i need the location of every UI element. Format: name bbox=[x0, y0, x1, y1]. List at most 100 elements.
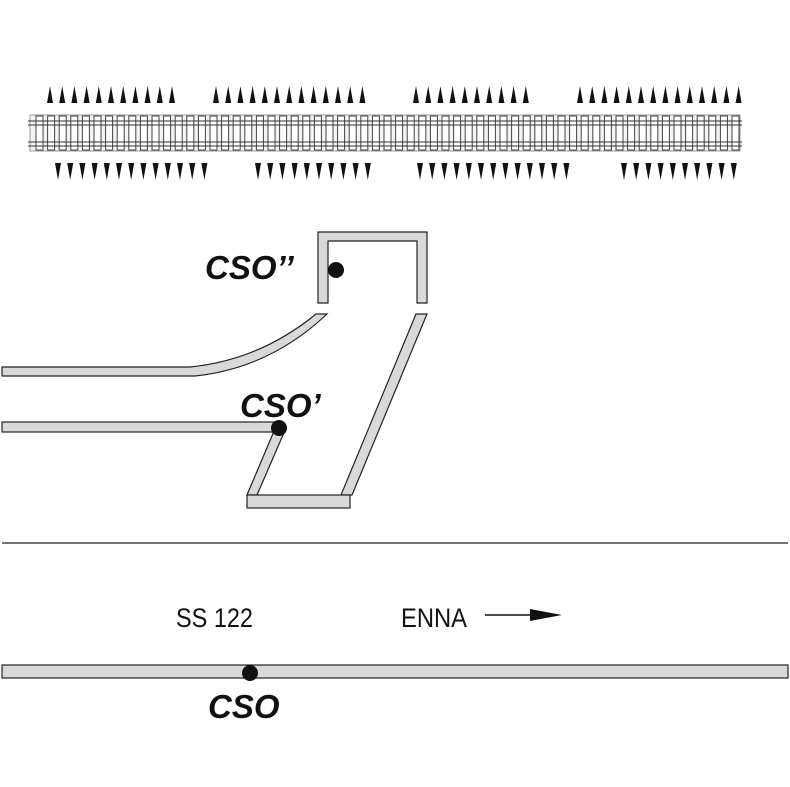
track-spike bbox=[510, 86, 517, 103]
track-spike bbox=[55, 163, 61, 180]
track-tie bbox=[511, 115, 520, 151]
track-spike bbox=[156, 86, 163, 103]
track-tie bbox=[116, 115, 125, 151]
track-spike bbox=[413, 86, 419, 103]
track-spike bbox=[291, 163, 298, 180]
track-tie bbox=[81, 115, 90, 151]
track-tie bbox=[615, 115, 624, 151]
spikes-top-row bbox=[47, 86, 742, 103]
track-spike bbox=[152, 163, 159, 180]
track-spike bbox=[694, 163, 701, 180]
track-spike bbox=[526, 163, 533, 180]
track-spike bbox=[95, 86, 102, 103]
track-tie bbox=[650, 115, 659, 151]
track-tie bbox=[627, 115, 636, 151]
track-spike bbox=[625, 86, 632, 103]
track-tie bbox=[371, 115, 380, 151]
track-spike bbox=[189, 163, 196, 180]
track-spike bbox=[706, 163, 713, 180]
track-tie bbox=[209, 115, 218, 151]
label-cso-double: CSO’’ bbox=[205, 249, 294, 286]
track-spike bbox=[249, 86, 256, 103]
track-spike bbox=[364, 163, 371, 180]
track-spike bbox=[539, 163, 545, 180]
track-spike bbox=[669, 163, 676, 180]
track-tie bbox=[499, 115, 508, 151]
track-tie bbox=[325, 115, 334, 151]
track-tie bbox=[267, 115, 276, 151]
track-spike bbox=[213, 86, 219, 103]
track-spike bbox=[335, 86, 341, 103]
ramp-right-side bbox=[340, 313, 428, 496]
station-structure bbox=[317, 231, 428, 304]
track-spike bbox=[237, 86, 244, 103]
track-spike bbox=[177, 163, 183, 180]
track-tie bbox=[139, 115, 148, 151]
label-road-name: SS 122 bbox=[176, 603, 253, 633]
track-spike bbox=[735, 86, 742, 103]
track-tie bbox=[429, 115, 438, 151]
track-spike bbox=[730, 163, 737, 180]
track-tie bbox=[522, 115, 531, 151]
track-spike bbox=[340, 163, 347, 180]
track-spike bbox=[322, 86, 329, 103]
track-spike bbox=[67, 163, 74, 180]
track-tie bbox=[464, 115, 473, 151]
track-tie bbox=[337, 115, 346, 151]
track-tie bbox=[255, 115, 264, 151]
track-spike bbox=[310, 86, 317, 103]
track-spike bbox=[59, 86, 66, 103]
track-spike bbox=[164, 163, 171, 180]
track-spike bbox=[674, 86, 681, 103]
track-tie bbox=[163, 115, 172, 151]
track-tie bbox=[58, 115, 67, 151]
track-tie bbox=[197, 115, 206, 151]
track-spike bbox=[686, 86, 693, 103]
track-spike bbox=[91, 163, 98, 180]
track-spike bbox=[425, 86, 432, 103]
track-tie bbox=[35, 115, 44, 151]
track-spike bbox=[522, 86, 529, 103]
track-spike bbox=[303, 163, 310, 180]
road-ss122 bbox=[1, 664, 789, 679]
label-direction: ENNA bbox=[401, 603, 467, 633]
track-spike bbox=[437, 86, 444, 103]
track-tie bbox=[186, 115, 195, 151]
track-spike bbox=[79, 163, 86, 180]
track-spike bbox=[514, 163, 521, 180]
track-spike bbox=[638, 86, 644, 103]
track-tie bbox=[290, 115, 299, 151]
track-tie bbox=[151, 115, 160, 151]
track-tie bbox=[174, 115, 183, 151]
track-tie bbox=[418, 115, 427, 151]
track-tie bbox=[348, 115, 357, 151]
label-cso-single: CSO’ bbox=[240, 387, 322, 424]
track-spike bbox=[352, 163, 359, 180]
track-spike bbox=[429, 163, 436, 180]
track-tie bbox=[569, 115, 578, 151]
track-spike bbox=[718, 163, 725, 180]
track-spike bbox=[298, 86, 305, 103]
track-spike bbox=[711, 86, 718, 103]
track-tie bbox=[661, 115, 670, 151]
road-branch-upper bbox=[1, 313, 329, 377]
track-tie bbox=[476, 115, 485, 151]
track-tie bbox=[313, 115, 322, 151]
track-tie bbox=[406, 115, 415, 151]
point-cso-double bbox=[328, 262, 344, 278]
track-tie bbox=[557, 115, 566, 151]
track-spike bbox=[621, 163, 627, 180]
label-cso: CSO bbox=[208, 688, 280, 725]
track-spike bbox=[563, 163, 570, 180]
track-tie bbox=[453, 115, 462, 151]
railway-track bbox=[28, 86, 742, 180]
track-spike bbox=[279, 163, 286, 180]
ramp-bottom bbox=[246, 494, 351, 509]
track-tie bbox=[70, 115, 79, 151]
track-tie bbox=[673, 115, 682, 151]
track-tie bbox=[696, 115, 705, 151]
track-spike bbox=[589, 86, 596, 103]
track-tie bbox=[731, 115, 740, 151]
track-spike bbox=[140, 163, 147, 180]
track-tie bbox=[534, 115, 543, 151]
